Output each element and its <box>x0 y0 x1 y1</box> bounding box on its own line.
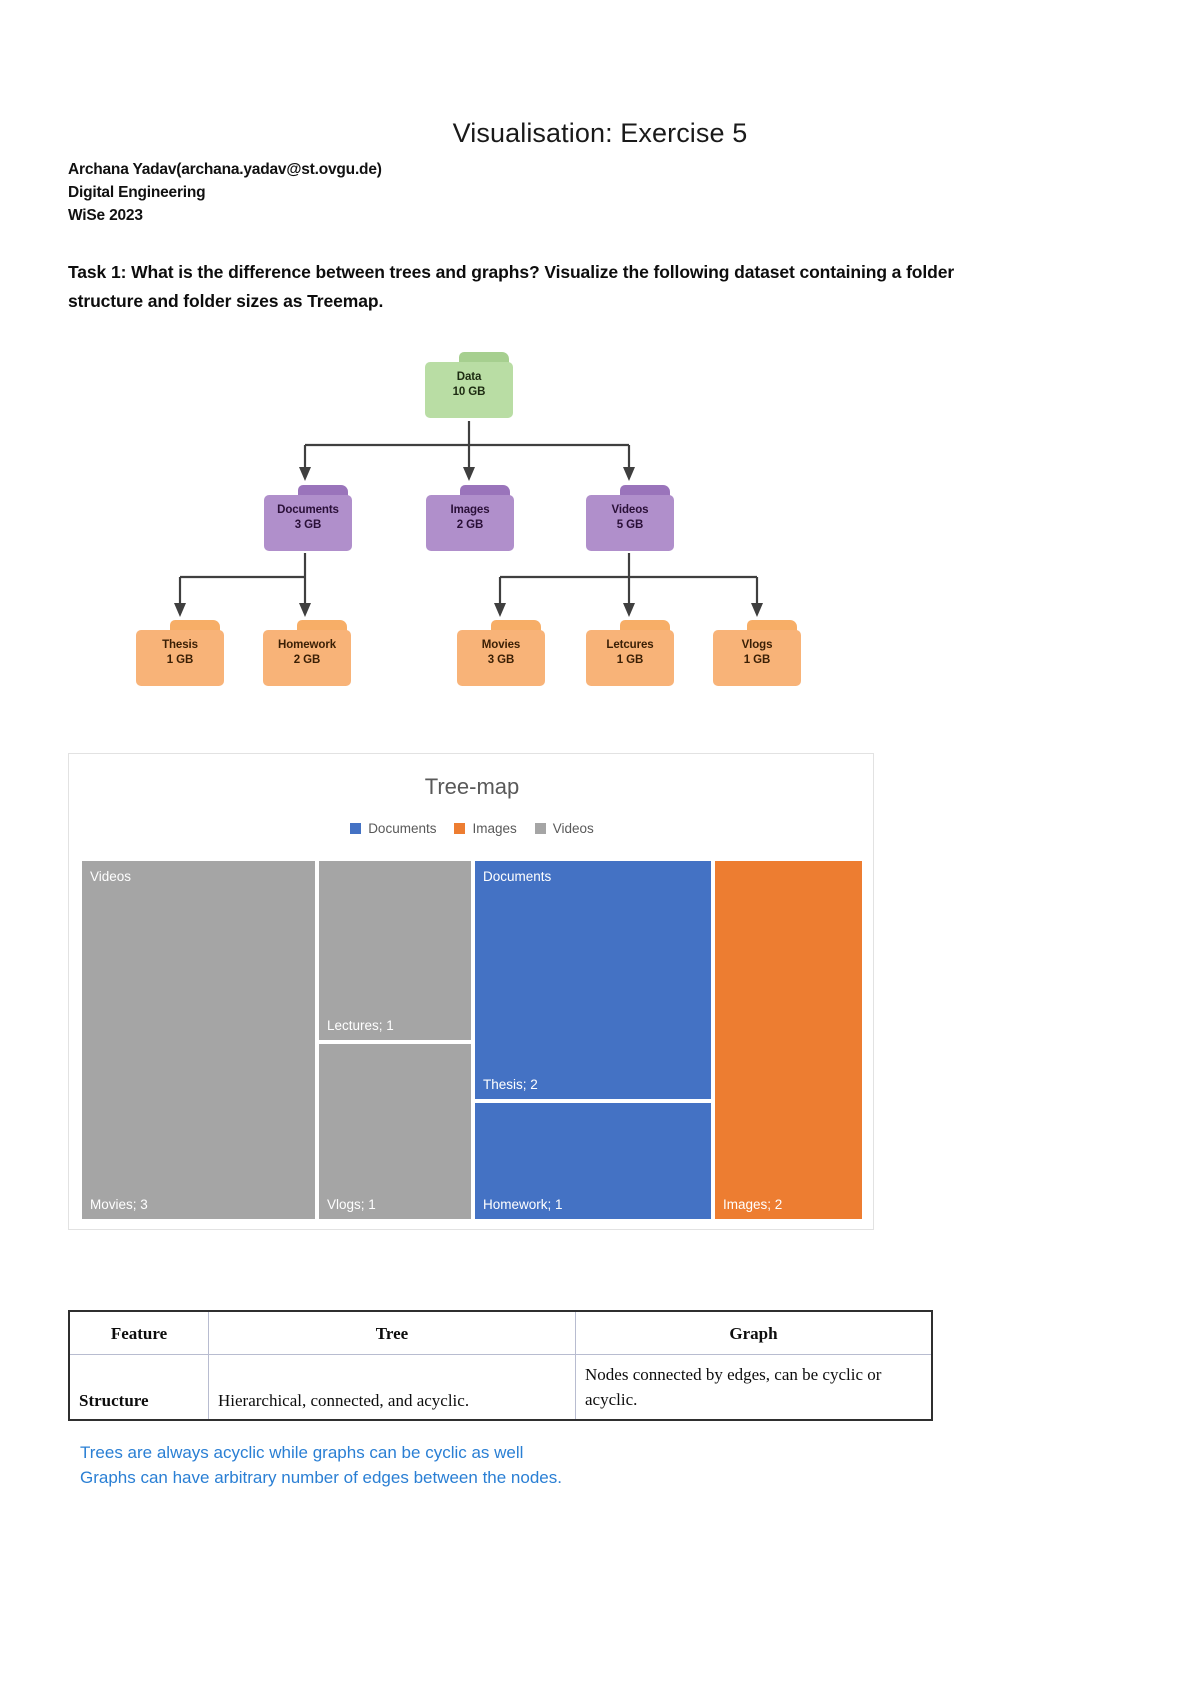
legend-swatch-icon <box>454 823 466 834</box>
chart-legend: Documents Images Videos <box>69 821 875 836</box>
folder-node-movies: Movies 3 GB <box>457 620 545 686</box>
folder-node-documents: Documents 3 GB <box>264 485 352 551</box>
author-line: Archana Yadav(archana.yadav@st.ovgu.de) <box>68 161 382 178</box>
folder-node-videos: Videos 5 GB <box>586 485 674 551</box>
table-header-row: Feature Tree Graph <box>68 1310 933 1355</box>
author-meta-block: Archana Yadav(archana.yadav@st.ovgu.de) … <box>68 158 382 227</box>
legend-label: Videos <box>552 821 594 836</box>
folder-caption: Thesis 1 GB <box>136 638 224 668</box>
table-cell-graph: Nodes connected by edges, can be cyclic … <box>575 1354 933 1421</box>
table-header-tree: Tree <box>208 1310 576 1355</box>
folder-node-thesis: Thesis 1 GB <box>136 620 224 686</box>
tree-connector-lines <box>174 421 763 617</box>
legend-item-images[interactable]: Images <box>454 821 517 836</box>
table-cell-feature: Structure <box>68 1354 209 1421</box>
term-line: WiSe 2023 <box>68 207 143 224</box>
folder-body-icon <box>263 630 351 686</box>
treemap-tile-label: Homework; 1 <box>483 1197 563 1212</box>
table-header-feature: Feature <box>68 1310 209 1355</box>
folder-name: Thesis <box>162 639 198 651</box>
chart-title: Tree-map <box>424 774 520 799</box>
folder-caption: Images 2 GB <box>426 503 514 533</box>
folder-size: 10 GB <box>452 386 486 398</box>
folder-caption: Homework 2 GB <box>263 638 351 668</box>
folder-body-icon <box>425 362 513 418</box>
folder-size: 3 GB <box>294 519 322 531</box>
folder-body-icon <box>586 495 674 551</box>
treemap-tile-label: Movies; 3 <box>90 1197 148 1212</box>
folder-body-icon <box>586 630 674 686</box>
folder-size: 1 GB <box>616 654 644 666</box>
folder-name: Homework <box>278 639 336 651</box>
comparison-table: Feature Tree Graph Structure Hierarchica… <box>68 1310 933 1421</box>
treemap-tile-vlogs[interactable]: Vlogs; 1 <box>317 1042 473 1221</box>
treemap-tile-thesis[interactable]: Documents Thesis; 2 <box>473 859 713 1101</box>
folder-caption: Letcures 1 GB <box>586 638 674 668</box>
treemap-tile-label: Vlogs; 1 <box>327 1197 376 1212</box>
treemap-tile-label: Images; 2 <box>723 1197 783 1212</box>
folder-node-letcures: Letcures 1 GB <box>586 620 674 686</box>
folder-name: Data <box>456 371 482 383</box>
folder-body-icon <box>136 630 224 686</box>
legend-item-videos[interactable]: Videos <box>534 821 594 836</box>
folder-body-icon <box>457 630 545 686</box>
treemap-plot-area: Videos Movies; 3 Lectures; 1 Vlogs; 1 Do… <box>80 859 864 1221</box>
folder-caption: Data 10 GB <box>425 370 513 400</box>
folder-size: 5 GB <box>616 519 644 531</box>
treemap-tile-label: Lectures; 1 <box>327 1018 394 1033</box>
treemap-tile-label: Thesis; 2 <box>483 1077 538 1092</box>
treemap-chart-card: Tree-map Documents Images Videos Videos … <box>68 753 874 1230</box>
legend-item-documents[interactable]: Documents <box>350 821 436 836</box>
folder-name: Images <box>450 504 490 516</box>
treemap-tile-lectures[interactable]: Lectures; 1 <box>317 859 473 1042</box>
folder-name: Videos <box>611 504 649 516</box>
note-line-1: Trees are always acyclic while graphs ca… <box>80 1443 524 1462</box>
legend-label: Documents <box>368 821 437 836</box>
treemap-tile-images[interactable]: Images; 2 <box>713 859 864 1221</box>
folder-size: 2 GB <box>456 519 484 531</box>
treemap-group-label-videos: Videos <box>90 869 132 884</box>
folder-size: 2 GB <box>293 654 321 666</box>
folder-body-icon <box>713 630 801 686</box>
treemap-group-label-documents: Documents <box>483 869 552 884</box>
page-title: Visualisation: Exercise 5 <box>452 118 748 148</box>
table-cell-tree: Hierarchical, connected, and acyclic. <box>208 1354 576 1421</box>
folder-name: Letcures <box>606 639 654 651</box>
legend-label: Images <box>472 821 517 836</box>
folder-caption: Vlogs 1 GB <box>713 638 801 668</box>
folder-body-icon <box>426 495 514 551</box>
table-header-graph: Graph <box>575 1310 933 1355</box>
folder-tree-diagram: Data 10 GB Documents 3 GB Images 2 GB <box>0 325 1200 715</box>
folder-name: Movies <box>481 639 521 651</box>
task-heading: Task 1: What is the difference between t… <box>68 262 955 311</box>
folder-node-vlogs: Vlogs 1 GB <box>713 620 801 686</box>
program-line: Digital Engineering <box>68 184 206 201</box>
folder-caption: Documents 3 GB <box>264 503 352 533</box>
treemap-tile-homework[interactable]: Homework; 1 <box>473 1101 713 1221</box>
treemap-tile-movies[interactable]: Videos Movies; 3 <box>80 859 317 1221</box>
folder-size: 1 GB <box>743 654 771 666</box>
folder-node-images: Images 2 GB <box>426 485 514 551</box>
folder-name: Vlogs <box>741 639 773 651</box>
table-row: Structure Hierarchical, connected, and a… <box>68 1354 933 1421</box>
folder-caption: Movies 3 GB <box>457 638 545 668</box>
answer-notes: Trees are always acyclic while graphs ca… <box>80 1440 562 1490</box>
folder-body-icon <box>264 495 352 551</box>
folder-caption: Videos 5 GB <box>586 503 674 533</box>
folder-size: 1 GB <box>166 654 194 666</box>
note-line-2: Graphs can have arbitrary number of edge… <box>80 1468 562 1487</box>
folder-node-data: Data 10 GB <box>425 352 513 418</box>
legend-swatch-icon <box>350 823 362 834</box>
folder-name: Documents <box>277 504 339 516</box>
legend-swatch-icon <box>534 823 546 834</box>
folder-size: 3 GB <box>487 654 515 666</box>
folder-node-homework: Homework 2 GB <box>263 620 351 686</box>
